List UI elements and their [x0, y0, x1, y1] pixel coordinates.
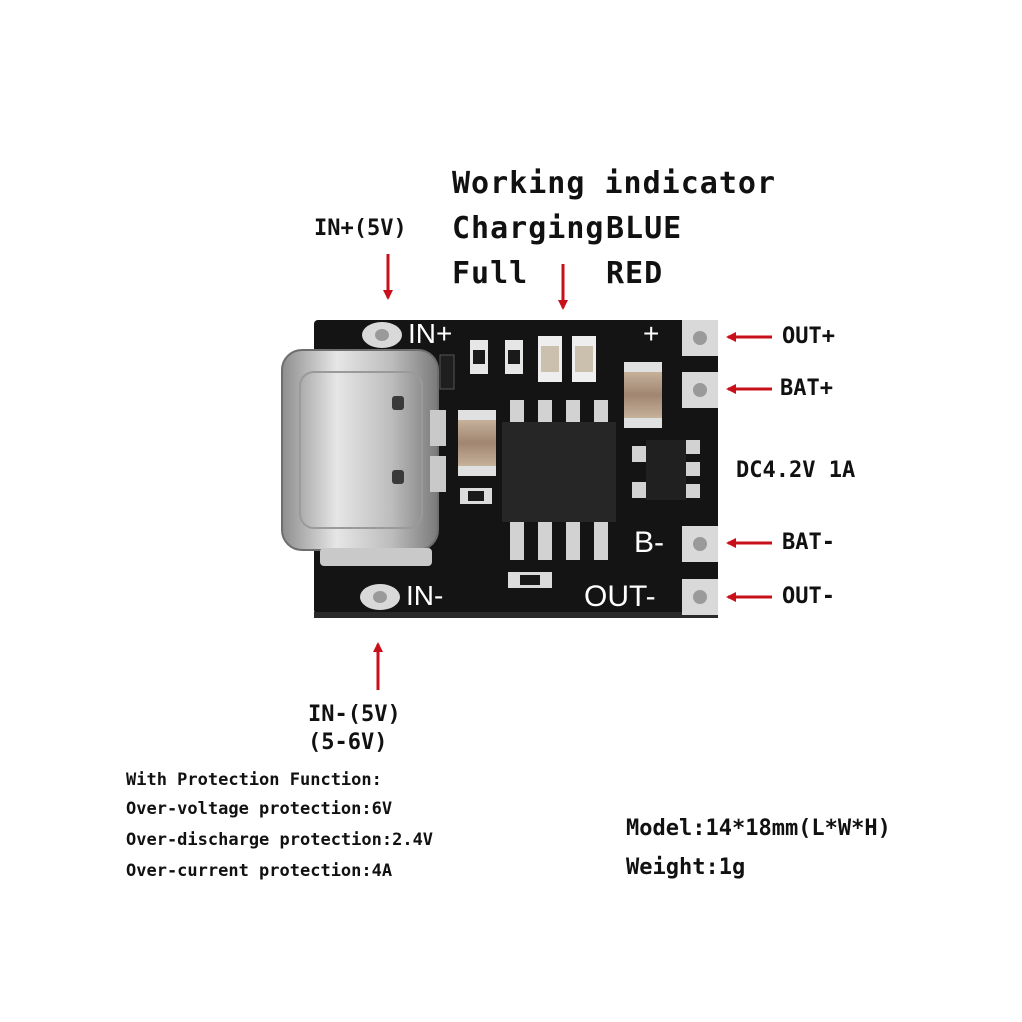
- capacitor-left: [458, 410, 496, 476]
- smd-resistors-top: [470, 340, 523, 374]
- indicator-leds: [538, 336, 596, 382]
- silk-b-minus: B-: [634, 526, 664, 559]
- spec-weight: Weight:1g: [626, 855, 746, 880]
- label-out-minus: OUT-: [782, 584, 835, 609]
- label-rating: DC4.2V 1A: [736, 458, 856, 483]
- protection-line: Over-voltage protection:6V: [126, 799, 393, 819]
- smd-misc: [439, 354, 552, 588]
- label-bat-minus: BAT-: [782, 530, 835, 555]
- indicator-full-color: RED: [606, 256, 664, 291]
- label-bat-plus: BAT+: [780, 376, 833, 401]
- silk-plus: +: [643, 318, 660, 349]
- silk-out-minus: OUT-: [584, 580, 656, 613]
- usb-c-connector: [281, 349, 446, 566]
- indicator-title: Working indicator: [452, 166, 777, 201]
- indicator-full-label: Full: [452, 256, 529, 291]
- protection-heading: With Protection Function:: [126, 770, 382, 790]
- silk-in-minus: IN-: [406, 580, 444, 611]
- pad-bat-plus: [682, 372, 718, 408]
- arrows: [373, 254, 772, 690]
- pad-bat-minus: [682, 526, 718, 562]
- label-in-minus-range: (5-6V): [308, 730, 388, 755]
- label-out-plus: OUT+: [782, 324, 835, 349]
- pad-out-plus: [682, 320, 718, 356]
- silk-in-plus: IN+: [408, 318, 453, 349]
- capacitor-right: [624, 362, 662, 428]
- spec-model: Model:14*18mm(L*W*H): [626, 816, 891, 841]
- indicator-charging-label: Charging: [452, 211, 605, 246]
- pad-in-minus: [360, 584, 400, 610]
- protection-line: Over-current protection:4A: [126, 861, 393, 881]
- pad-out-minus: [682, 579, 718, 615]
- label-in-plus: IN+(5V): [314, 216, 407, 241]
- pad-in-plus: [362, 322, 402, 348]
- protection-line: Over-discharge protection:2.4V: [126, 830, 434, 850]
- protection-ic: [632, 440, 700, 500]
- charger-ic: [502, 400, 616, 560]
- label-in-minus: IN-(5V): [308, 702, 401, 727]
- indicator-charging-color: BLUE: [606, 211, 683, 246]
